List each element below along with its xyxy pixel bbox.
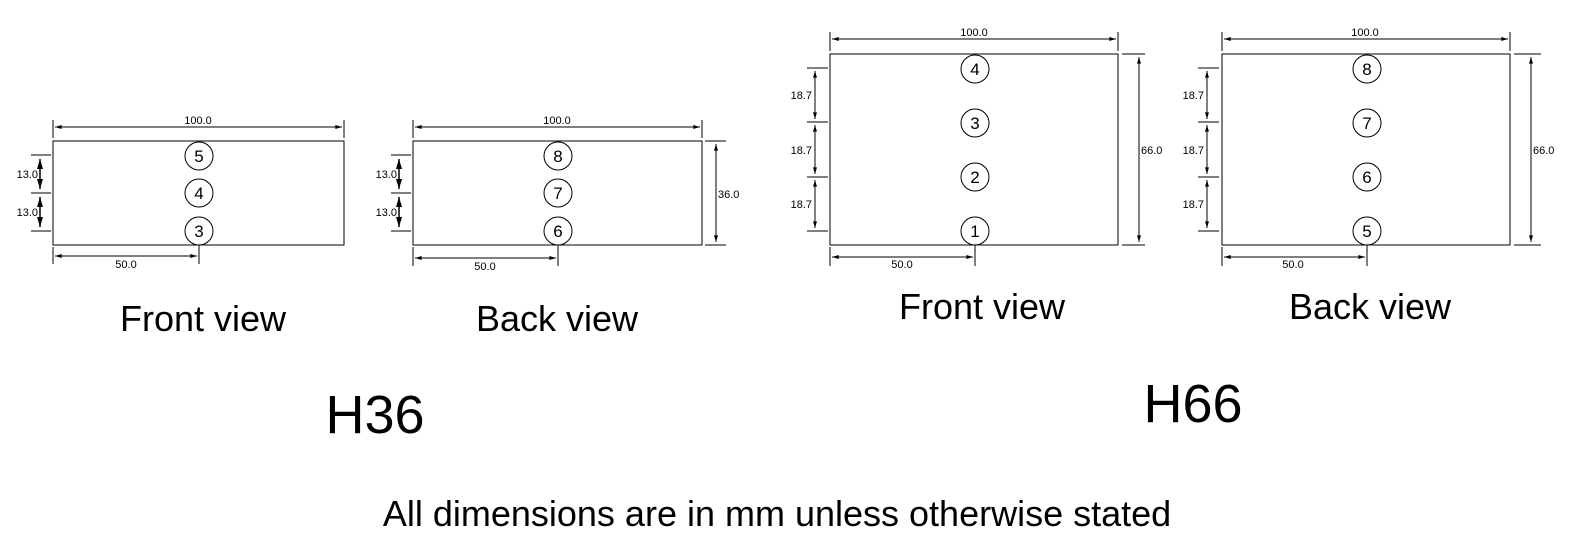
h66-back-view: 100.0 50.0 66.0 18.7 18.7 18.7 8 7 6 [1183, 27, 1555, 327]
hole-circle [960, 108, 990, 138]
h36-front-hole: 4 [184, 178, 214, 208]
hole-number: 3 [194, 222, 203, 241]
h36-back-spacing-label-2: 13.0 [376, 207, 397, 219]
hole-circle [960, 216, 990, 246]
hole-number: 5 [194, 147, 203, 166]
hole-circle [543, 216, 573, 246]
h36-back-view-label: Back view [476, 298, 639, 339]
hole-number: 8 [553, 147, 562, 166]
hole-number: 7 [553, 184, 562, 203]
hole-number: 2 [970, 168, 979, 187]
hole-number: 4 [970, 60, 979, 79]
hole-number: 1 [970, 222, 979, 241]
h66-front-spacing-label-2: 18.7 [791, 145, 812, 157]
units-caption: All dimensions are in mm unless otherwis… [383, 493, 1171, 534]
hole-circle [1352, 162, 1382, 192]
hole-number: 5 [1362, 222, 1371, 241]
h36-front-spacing-label-2: 13.0 [17, 207, 38, 219]
h66-back-height-label: 66.0 [1533, 145, 1554, 157]
h36-back-height-label: 36.0 [718, 189, 739, 201]
h66-back-hole: 6 [1352, 162, 1382, 192]
hole-circle [1352, 216, 1382, 246]
h66-front-hole: 2 [960, 162, 990, 192]
h36-back-hole: 6 [543, 216, 573, 246]
h66-back-spacing-label-3: 18.7 [1183, 199, 1204, 211]
h66-back-view-label: Back view [1289, 286, 1452, 327]
hole-number: 4 [194, 184, 203, 203]
h66-front-spacing-label-3: 18.7 [791, 199, 812, 211]
h36-front-hole: 5 [184, 141, 214, 171]
h66-front-spacing-label-1: 18.7 [791, 90, 812, 102]
h36-front-hole: 3 [184, 216, 214, 246]
h66-back-spacing-label-1: 18.7 [1183, 90, 1204, 102]
h36-front-width-label: 100.0 [184, 115, 212, 127]
hole-circle [543, 178, 573, 208]
h36-back-hole: 7 [543, 178, 573, 208]
h36-back-hole: 8 [543, 141, 573, 171]
hole-circle [184, 178, 214, 208]
h66-front-hole: 4 [960, 54, 990, 84]
h66-back-hole: 8 [1352, 54, 1382, 84]
hole-circle [1352, 108, 1382, 138]
h66-back-spacing-label-2: 18.7 [1183, 145, 1204, 157]
h66-back-offset-label: 50.0 [1282, 259, 1303, 271]
h36-front-view: 100.0 50.0 13.0 13.0 5 4 3 Front view [17, 115, 345, 339]
h66-back-hole: 7 [1352, 108, 1382, 138]
h66-back-hole: 5 [1352, 216, 1382, 246]
h36-front-spacing-label-1: 13.0 [17, 169, 38, 181]
h66-front-height-label: 66.0 [1141, 145, 1162, 157]
hole-circle [184, 216, 214, 246]
h66-front-view-label: Front view [899, 286, 1066, 327]
hole-number: 8 [1362, 60, 1371, 79]
hole-number: 7 [1362, 114, 1371, 133]
hole-circle [960, 162, 990, 192]
h66-back-width-label: 100.0 [1351, 27, 1379, 39]
h66-model-label: H66 [1143, 374, 1242, 434]
hole-circle [1352, 54, 1382, 84]
hole-circle [184, 141, 214, 171]
h36-back-spacing-label-1: 13.0 [376, 169, 397, 181]
hole-number: 6 [1362, 168, 1371, 187]
h66-front-hole: 3 [960, 108, 990, 138]
hole-circle [960, 54, 990, 84]
h36-model-label: H36 [325, 385, 424, 445]
h36-back-view: 100.0 50.0 36.0 13.0 13.0 8 7 6 Back vie… [376, 115, 740, 339]
h66-front-width-label: 100.0 [960, 27, 988, 39]
h36-back-width-label: 100.0 [543, 115, 571, 127]
hole-circle [543, 141, 573, 171]
h36-front-view-label: Front view [120, 298, 287, 339]
h66-front-hole: 1 [960, 216, 990, 246]
h36-front-offset-label: 50.0 [115, 259, 136, 271]
h66-front-view: 100.0 50.0 66.0 18.7 18.7 18.7 4 3 2 [791, 27, 1163, 327]
hole-number: 6 [553, 222, 562, 241]
h66-front-offset-label: 50.0 [891, 259, 912, 271]
h36-back-offset-label: 50.0 [474, 261, 495, 273]
hole-number: 3 [970, 114, 979, 133]
